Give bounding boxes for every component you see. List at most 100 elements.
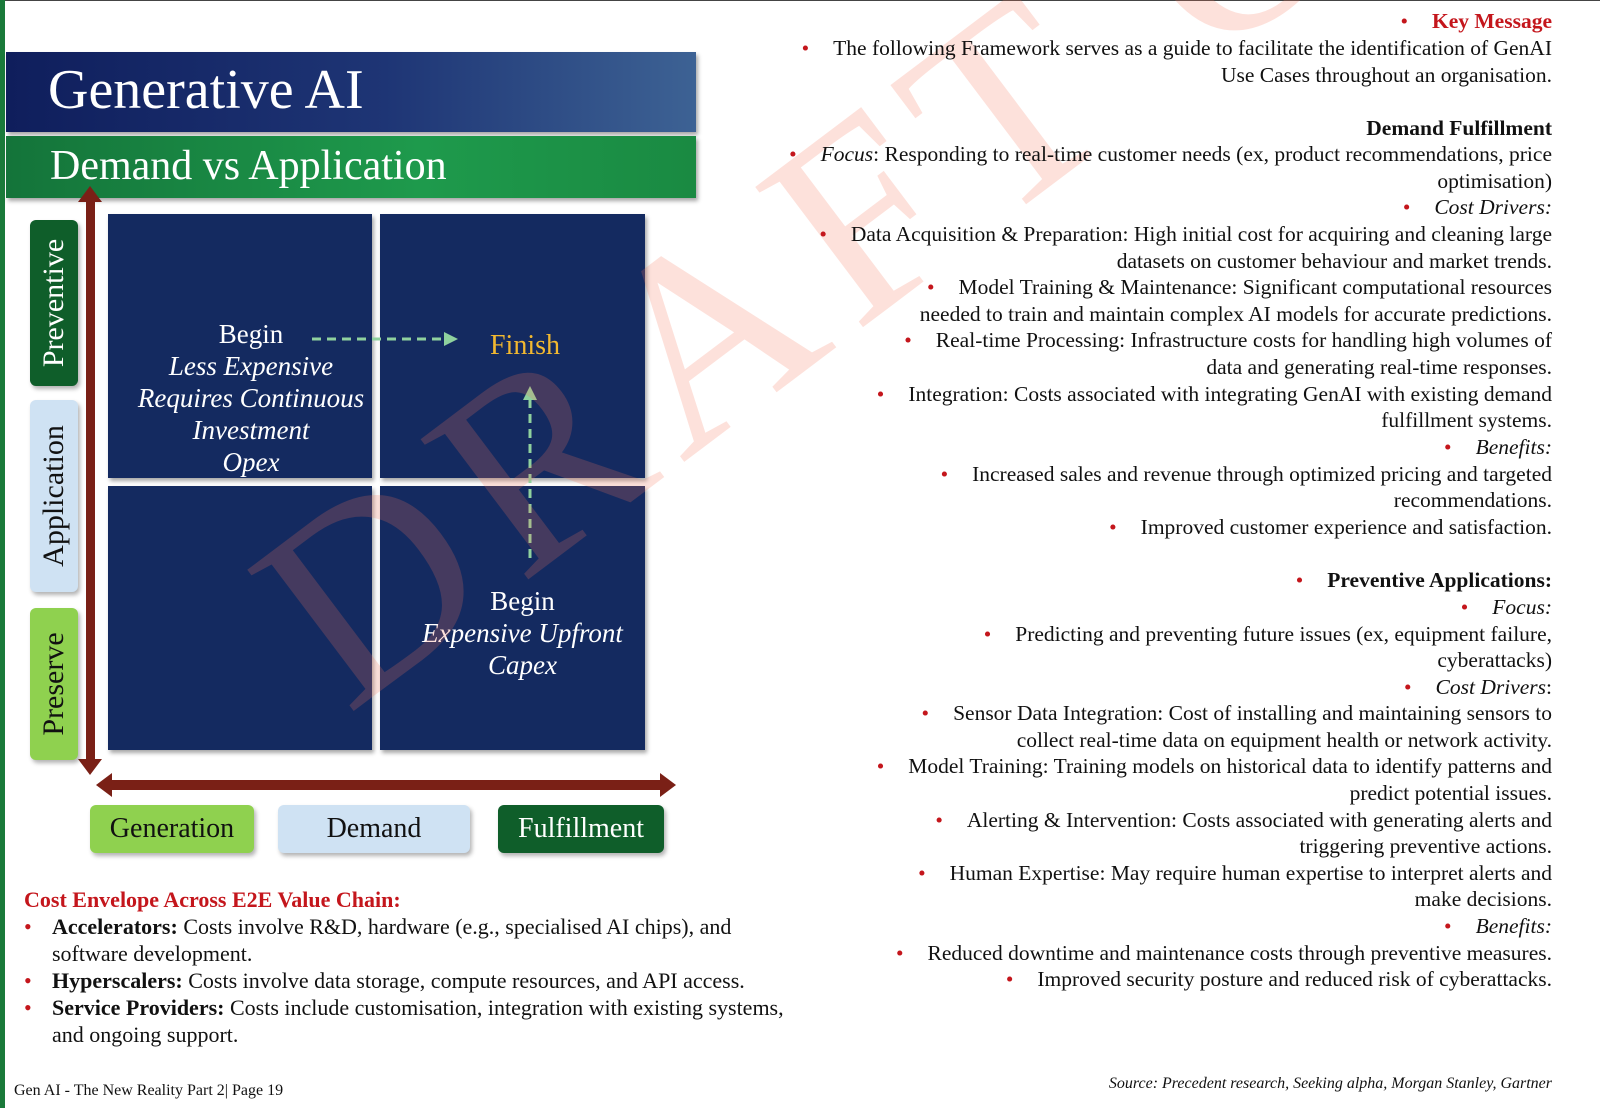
bullet: • xyxy=(921,701,930,725)
preventive-cost-text: Human Expertise: May require human exper… xyxy=(949,861,1552,885)
cost-item-accelerators: Accelerators: Costs involve R&D, hardwar… xyxy=(24,913,784,967)
subtitle-banner: Demand vs Application xyxy=(6,136,696,198)
preventive-benefit-text: Improved security posture and reduced ri… xyxy=(1037,967,1552,991)
bottom-right-heading: Begin xyxy=(490,586,555,616)
demand-heading-line: Demand Fulfillment xyxy=(1366,115,1552,142)
bullet: • xyxy=(876,754,885,778)
top-left-line: Less Expensive xyxy=(168,351,334,381)
demand-cost-line: •Integration: Costs associated with inte… xyxy=(877,381,1552,408)
cost-item-text: Costs involve R&D, hardware (e.g., speci… xyxy=(52,914,732,966)
demand-cost-text: data and generating real-time responses. xyxy=(1206,355,1552,379)
benefits-label: Benefits: xyxy=(1475,435,1552,459)
demand-cost-line: fulfillment systems. xyxy=(1381,407,1552,434)
demand-cost-text: needed to train and maintain complex AI … xyxy=(919,302,1552,326)
demand-cost-drivers-line: •Cost Drivers: xyxy=(1403,194,1552,221)
preventive-cost-line: predict potential issues. xyxy=(1350,780,1552,807)
bullet: • xyxy=(1403,675,1412,699)
page-subtitle: Demand vs Application xyxy=(50,143,447,189)
footer-source: Source: Precedent research, Seeking alph… xyxy=(1108,1075,1552,1092)
preventive-cost-text: Alerting & Intervention: Costs associate… xyxy=(966,808,1552,832)
cost-item-term: Hyperscalers: xyxy=(52,968,183,993)
preventive-heading: Preventive Applications: xyxy=(1327,568,1552,592)
quadrant-bottom-right xyxy=(380,486,645,750)
intro-text: The following Framework serves as a guid… xyxy=(833,36,1552,60)
preventive-cost-text: Sensor Data Integration: Cost of install… xyxy=(953,701,1552,725)
quadrant-top-left xyxy=(108,214,372,478)
demand-focus-line: •Focus: Responding to real-time customer… xyxy=(789,141,1552,168)
intro-line: •The following Framework serves as a gui… xyxy=(802,35,1552,62)
preventive-cost-line: make decisions. xyxy=(1415,886,1552,913)
demand-cost-line: •Real-time Processing: Infrastructure co… xyxy=(904,327,1552,354)
preventive-benefit-text: Reduced downtime and maintenance costs t… xyxy=(927,941,1553,965)
cost-envelope: Cost Envelope Across E2E Value Chain: Ac… xyxy=(24,886,784,1048)
bullet: • xyxy=(1444,435,1452,459)
title-banner: Generative AI xyxy=(6,52,696,132)
bottom-right-line: Capex xyxy=(488,650,557,680)
x-label-demand: Demand xyxy=(278,805,470,853)
y-label-preventive: Preventive xyxy=(30,220,78,386)
preventive-cost-text: Model Training: Training models on histo… xyxy=(908,754,1552,778)
demand-focus-line: optimisation) xyxy=(1437,168,1552,195)
demand-cost-line: datasets on customer behaviour and marke… xyxy=(1117,248,1552,275)
cost-item-term: Accelerators: xyxy=(52,914,178,939)
top-left-line: Opex xyxy=(222,447,280,477)
bullet: • xyxy=(895,941,904,965)
demand-benefit-line: • Increased sales and revenue through opt… xyxy=(941,461,1552,488)
bottom-right-text: Begin Expensive Upfront Capex xyxy=(380,585,665,681)
bullet: • xyxy=(935,808,943,832)
y-label-preserve: Preserve xyxy=(30,608,78,760)
top-left-line: Investment xyxy=(192,415,310,445)
preventive-benefits-line: •Benefits: xyxy=(1444,913,1552,940)
key-message-heading: Key Message xyxy=(1431,9,1552,33)
bullet: • xyxy=(904,328,912,352)
left-accent-bar xyxy=(0,0,5,1108)
bullet: • xyxy=(1460,595,1469,619)
bullet: • xyxy=(1400,9,1408,33)
preventive-benefit-line: • Improved security posture and reduced r… xyxy=(1006,966,1552,993)
finish-label: Finish xyxy=(489,330,561,361)
quadrant-bottom-left xyxy=(108,486,372,750)
quadrant-top-right xyxy=(380,214,645,478)
demand-cost-line: •Model Training & Maintenance: Significa… xyxy=(927,274,1552,301)
bullet: • xyxy=(1444,914,1452,938)
demand-cost-line: data and generating real-time responses. xyxy=(1206,354,1552,381)
cost-item-service-providers: Service Providers: Costs include customi… xyxy=(24,994,784,1048)
demand-cost-text: Model Training & Maintenance: Significan… xyxy=(958,275,1552,299)
cost-drivers-label: Cost Drivers xyxy=(1435,675,1547,699)
bullet: • xyxy=(940,462,949,486)
demand-benefit-text: Increased sales and revenue through opti… xyxy=(972,462,1552,486)
demand-benefit-line: recommendations. xyxy=(1394,487,1552,514)
demand-benefit-line: •Improved customer experience and satisf… xyxy=(1109,514,1552,541)
preventive-focus-label-line: •Focus: xyxy=(1461,594,1552,621)
intro-line: Use Cases throughout an organisation. xyxy=(1221,62,1552,89)
preventive-cost-drivers-line: •Cost Drivers: xyxy=(1404,674,1552,701)
cost-item-text: Costs involve data storage, compute reso… xyxy=(182,968,745,993)
cost-item-hyperscalers: Hyperscalers: Costs involve data storage… xyxy=(24,967,784,994)
horizontal-axis-arrow xyxy=(96,773,676,797)
bullet: • xyxy=(1005,967,1014,991)
preventive-cost-text: predict potential issues. xyxy=(1349,781,1552,805)
top-left-line: Requires Continuous xyxy=(137,383,365,413)
preventive-cost-text: make decisions. xyxy=(1414,887,1552,911)
top-left-text: Begin Less Expensive Requires Continuous… xyxy=(108,318,394,478)
bullet: • xyxy=(1109,515,1117,539)
bullet: • xyxy=(1402,195,1411,219)
demand-cost-line: needed to train and maintain complex AI … xyxy=(920,301,1552,328)
preventive-cost-line: collect real-time data on equipment heal… xyxy=(1017,727,1552,754)
bullet: • xyxy=(918,861,926,885)
x-label-fulfillment: Fulfillment xyxy=(498,805,664,853)
preventive-benefit-line: • Reduced downtime and maintenance costs … xyxy=(896,940,1552,967)
footer-page-info: Gen AI - The New Reality Part 2| Page 19 xyxy=(14,1082,284,1099)
preventive-cost-text: collect real-time data on equipment heal… xyxy=(1016,728,1552,752)
preventive-focus-text: Predicting and preventing future issues … xyxy=(1015,622,1552,646)
bullet: • xyxy=(789,142,797,166)
preventive-focus-text: cyberattacks) xyxy=(1437,648,1552,672)
demand-benefits-line: • Benefits: xyxy=(1444,434,1552,461)
preventive-cost-line: • Alerting & Intervention: Costs associat… xyxy=(935,807,1552,834)
focus-text: optimisation) xyxy=(1437,169,1552,193)
bottom-right-line: Expensive Upfront xyxy=(422,618,623,648)
cost-item-text: Costs include customisation, integration… xyxy=(52,995,784,1047)
preventive-heading-line: •Preventive Applications: xyxy=(1296,567,1552,594)
preventive-focus-line: cyberattacks) xyxy=(1437,647,1552,674)
top-left-heading: Begin xyxy=(218,319,284,349)
